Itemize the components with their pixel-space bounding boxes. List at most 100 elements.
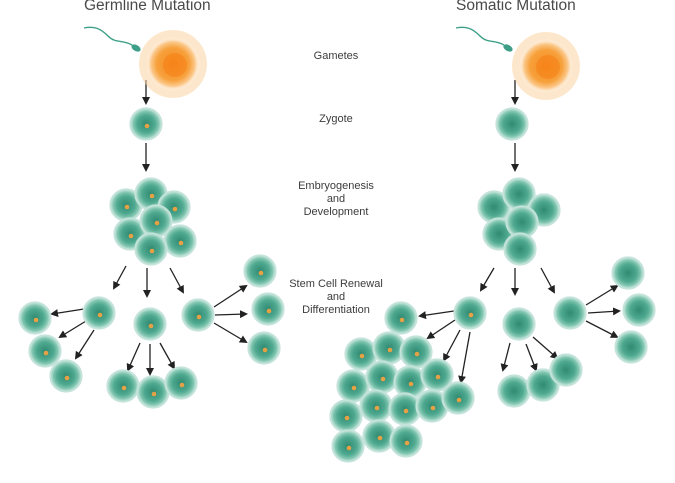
egg-nucleus	[536, 55, 560, 79]
mutation-dot-icon	[64, 375, 70, 381]
cell-membrane	[549, 353, 583, 387]
cell-body	[554, 297, 586, 329]
cell-membrane	[247, 331, 281, 365]
cells-layer	[18, 107, 656, 463]
somatic-mutated-cell	[441, 381, 475, 415]
somatic-mutated-stem-cell	[453, 296, 487, 330]
mutation-dot-icon	[33, 317, 39, 323]
cell-membrane	[251, 292, 285, 326]
cell-membrane	[502, 307, 536, 341]
cell-membrane	[622, 293, 656, 327]
germline-embryo-cell	[134, 232, 168, 266]
germline-stem-cell	[82, 296, 116, 330]
flow-arrow	[540, 267, 555, 294]
flow-arrow	[74, 329, 95, 360]
flow-arrow	[418, 310, 455, 320]
cell-membrane	[181, 298, 215, 332]
cell-membrane	[553, 296, 587, 330]
cell-body	[503, 308, 535, 340]
flow-arrow	[532, 336, 559, 360]
gametes-layer	[83, 26, 580, 100]
cell-body	[612, 257, 644, 289]
stage-label-line: Zygote	[319, 113, 353, 125]
flow-arrow	[585, 284, 619, 306]
stage-label-stem-cells: Stem Cell Renewal and Differentiation	[266, 278, 406, 317]
mutation-dot-icon	[178, 240, 184, 246]
mutation-dot-icon	[97, 312, 103, 318]
stage-label-line: Stem Cell Renewal	[289, 278, 383, 290]
cell-membrane	[384, 301, 418, 335]
stage-label-development: Embryogenesis and Development	[266, 180, 406, 219]
egg-nucleus	[163, 53, 187, 77]
mutation-dot-icon	[151, 391, 157, 397]
cell-membrane	[49, 359, 83, 393]
somatic-stem-cell	[502, 307, 536, 341]
flow-arrow	[58, 320, 87, 339]
mutation-dot-icon	[351, 385, 357, 391]
somatic-differentiated-cell	[614, 330, 648, 364]
mutation-dot-icon	[435, 374, 441, 380]
germline-differentiated-cell	[243, 254, 277, 288]
mutation-dot-icon	[346, 445, 352, 451]
mutation-dot-icon	[258, 270, 264, 276]
somatic-gametes	[455, 26, 580, 100]
somatic-mutated-cell	[365, 360, 399, 394]
mutation-dot-icon	[430, 405, 436, 411]
somatic-differentiated-cell	[622, 293, 656, 327]
germline-differentiated-cell	[28, 334, 62, 368]
flow-arrow	[213, 322, 248, 344]
cell-membrane	[18, 301, 52, 335]
mutation-dot-icon	[408, 381, 414, 387]
mutation-dot-icon	[404, 440, 410, 446]
cell-body	[496, 108, 528, 140]
germline-differentiated-cell	[49, 359, 83, 393]
germline-differentiated-cell	[106, 369, 140, 403]
flow-arrow	[213, 284, 248, 308]
cell-body	[498, 375, 530, 407]
germline-stem-cell	[181, 298, 215, 332]
mutation-dot-icon	[262, 347, 268, 353]
mutation-dot-icon	[414, 351, 420, 357]
germline-gametes	[83, 26, 207, 98]
mutation-dot-icon	[43, 350, 49, 356]
mutation-dot-icon	[377, 435, 383, 441]
sperm-icon	[503, 44, 513, 52]
flow-arrow	[426, 319, 456, 340]
cell-membrane	[611, 256, 645, 290]
germline-differentiated-cell	[251, 292, 285, 326]
flow-arrow	[159, 342, 175, 370]
somatic-embryo-cell	[503, 232, 537, 266]
flow-arrow	[214, 310, 248, 319]
flow-arrow	[500, 342, 511, 372]
cell-membrane	[129, 107, 163, 141]
flow-arrow	[585, 320, 619, 338]
mutation-dot-icon	[149, 248, 155, 254]
sperm-tail	[83, 26, 133, 46]
flow-arrow	[443, 329, 461, 362]
mutation-dot-icon	[374, 405, 380, 411]
stage-label-line: and	[326, 193, 346, 205]
mutation-dot-icon	[196, 314, 202, 320]
mutation-dot-icon	[179, 382, 185, 388]
somatic-mutated-cell	[344, 337, 378, 371]
stage-label-line: Gametes	[313, 50, 359, 62]
cell-membrane	[243, 254, 277, 288]
stage-label-line: Development	[303, 206, 369, 218]
germline-stem-cell	[133, 307, 167, 341]
flow-arrow	[169, 267, 184, 294]
mutation-dot-icon	[387, 347, 393, 353]
flow-arrow	[113, 265, 127, 290]
germline-heading: Germline Mutation	[84, 0, 211, 14]
cell-membrane	[82, 296, 116, 330]
sperm-icon	[131, 44, 141, 52]
cell-body	[504, 233, 536, 265]
flow-arrow	[50, 308, 85, 318]
cell-membrane	[331, 429, 365, 463]
mutation-dot-icon	[149, 193, 155, 199]
somatic-stem-cell	[553, 296, 587, 330]
cell-membrane	[134, 232, 168, 266]
somatic-mutated-cell	[384, 301, 418, 335]
somatic-mutated-cell	[329, 399, 363, 433]
somatic-heading: Somatic Mutation	[456, 0, 576, 14]
stage-label-line: Differentiation	[302, 304, 370, 316]
